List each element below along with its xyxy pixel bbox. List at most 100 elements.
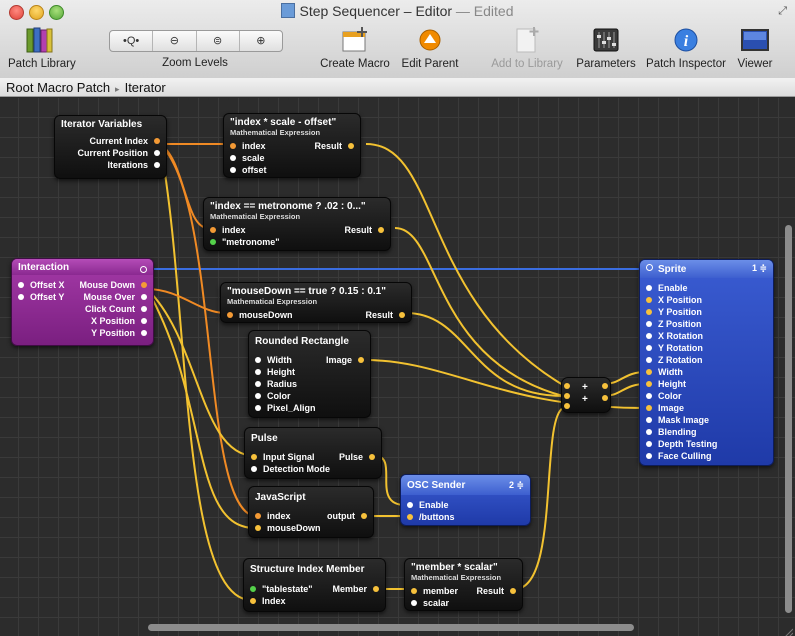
output-port-iterations[interactable]: Iterations [107, 159, 160, 171]
breadcrumb-current[interactable]: Iterator [124, 80, 166, 95]
port-dot[interactable] [141, 306, 147, 312]
pulse-node[interactable]: Pulse Input Signal Detection Mode Pulse [244, 427, 382, 479]
input-port-radius[interactable]: Radius [255, 378, 297, 390]
input-port-enable[interactable]: Enable [407, 499, 449, 511]
input-port-metronome[interactable]: "metronome" [210, 236, 280, 248]
input-port-input-signal[interactable]: Input Signal [251, 451, 315, 463]
expression-node-mousedown[interactable]: "mouseDown == true ? 0.15 : 0.1" Mathema… [220, 282, 412, 323]
port-dot[interactable] [646, 441, 652, 447]
zoom-in-button[interactable]: ⊕ [256, 35, 266, 47]
add-operator-node[interactable]: + + [561, 377, 611, 413]
fullscreen-arrows-icon[interactable]: ⤢ [778, 5, 787, 17]
port-dot[interactable] [646, 405, 652, 411]
expression-node-index-metronome[interactable]: "index == metronome ? .02 : 0..." Mathem… [203, 197, 391, 251]
create-macro-button[interactable]: Create Macro [318, 26, 392, 70]
input-port-index[interactable]: index [230, 140, 266, 152]
add-to-library-button[interactable]: Add to Library [486, 26, 568, 70]
port-dot[interactable] [250, 586, 256, 592]
zoom-to-fit-button[interactable]: •Q• [110, 31, 154, 51]
port-dot[interactable] [141, 318, 147, 324]
output-port-output[interactable]: output [327, 510, 367, 522]
port-dot[interactable] [255, 357, 261, 363]
port-dot[interactable] [399, 312, 405, 318]
input-port-index[interactable]: index [210, 224, 246, 236]
port-dot[interactable] [407, 502, 413, 508]
input-port-mousedown[interactable]: mouseDown [227, 309, 293, 321]
input-port-scalar[interactable]: scalar [411, 597, 449, 609]
output-port-result[interactable]: Result [344, 224, 384, 236]
port-dot[interactable] [646, 417, 652, 423]
input-port-2[interactable] [564, 390, 576, 402]
port-dot[interactable] [373, 586, 379, 592]
sprite-input-port[interactable]: Face Culling [646, 450, 712, 462]
input-port-buttons[interactable]: /buttons [407, 511, 455, 523]
output-port-y-position[interactable]: Y Position [91, 327, 147, 339]
port-dot[interactable] [411, 588, 417, 594]
input-port-index[interactable]: index [255, 510, 291, 522]
sprite-input-port[interactable]: Blending [646, 426, 697, 438]
port-dot[interactable] [250, 598, 256, 604]
sprite-input-port[interactable]: Color [646, 390, 682, 402]
input-port-detection-mode[interactable]: Detection Mode [251, 463, 330, 475]
sprite-input-port[interactable]: Height [646, 378, 686, 390]
port-dot[interactable] [564, 403, 570, 409]
port-dot[interactable] [230, 143, 236, 149]
port-dot[interactable] [646, 393, 652, 399]
sprite-input-port[interactable]: Z Rotation [646, 354, 703, 366]
input-port-scale[interactable]: scale [230, 152, 265, 164]
output-port-image[interactable]: Image [326, 354, 364, 366]
input-port-width[interactable]: Width [255, 354, 292, 366]
expression-node-index-scale-offset[interactable]: "index * scale - offset" Mathematical Ex… [223, 113, 361, 178]
input-port-pixel-align[interactable]: Pixel_Align [255, 402, 316, 414]
output-port-result[interactable]: Result [314, 140, 354, 152]
port-dot[interactable] [210, 227, 216, 233]
rounded-rectangle-node[interactable]: Rounded Rectangle Width Height Radius Co… [248, 330, 371, 418]
port-dot[interactable] [646, 357, 652, 363]
port-dot[interactable] [602, 395, 608, 401]
port-dot[interactable] [646, 429, 652, 435]
port-dot[interactable] [18, 282, 24, 288]
output-port-pulse[interactable]: Pulse [339, 451, 375, 463]
output-port-1[interactable] [596, 380, 608, 392]
input-port-offset[interactable]: offset [230, 164, 267, 176]
output-port-result[interactable]: Result [365, 309, 405, 321]
port-dot[interactable] [646, 369, 652, 375]
port-dot[interactable] [646, 453, 652, 459]
port-dot[interactable] [227, 312, 233, 318]
port-dot[interactable] [407, 514, 413, 520]
port-dot[interactable] [564, 393, 570, 399]
port-dot[interactable] [378, 227, 384, 233]
sprite-input-port[interactable]: X Rotation [646, 330, 703, 342]
interaction-output-port[interactable] [140, 266, 147, 273]
patch-inspector-button[interactable]: i Patch Inspector [643, 26, 729, 70]
port-dot[interactable] [358, 357, 364, 363]
output-port-2[interactable] [596, 392, 608, 404]
port-dot[interactable] [255, 405, 261, 411]
port-dot[interactable] [255, 513, 261, 519]
sprite-input-port[interactable]: Width [646, 366, 683, 378]
port-dot[interactable] [255, 525, 261, 531]
port-dot[interactable] [646, 309, 652, 315]
node-index-stepper[interactable]: 1 ≑ [751, 263, 767, 273]
sprite-input-port[interactable]: Z Position [646, 318, 702, 330]
input-port-member[interactable]: member [411, 585, 458, 597]
port-dot[interactable] [361, 513, 367, 519]
parameters-button[interactable]: Parameters [575, 26, 637, 70]
port-dot[interactable] [210, 239, 216, 245]
node-index-stepper[interactable]: 2 ≑ [508, 480, 524, 490]
sprite-input-port[interactable]: Y Position [646, 306, 702, 318]
port-dot[interactable] [255, 369, 261, 375]
input-port-offset-y[interactable]: Offset Y [18, 291, 64, 303]
input-port-color[interactable]: Color [255, 390, 291, 402]
port-dot[interactable] [154, 162, 160, 168]
input-port-index[interactable]: Index [250, 595, 286, 607]
resize-grip-icon[interactable] [783, 624, 794, 636]
sprite-input-port[interactable]: X Position [646, 294, 702, 306]
zoom-window-button[interactable] [49, 5, 64, 20]
sprite-input-port[interactable]: Mask Image [646, 414, 709, 426]
port-dot[interactable] [369, 454, 375, 460]
javascript-node[interactable]: JavaScript index mouseDown output [248, 486, 374, 538]
port-dot[interactable] [141, 330, 147, 336]
